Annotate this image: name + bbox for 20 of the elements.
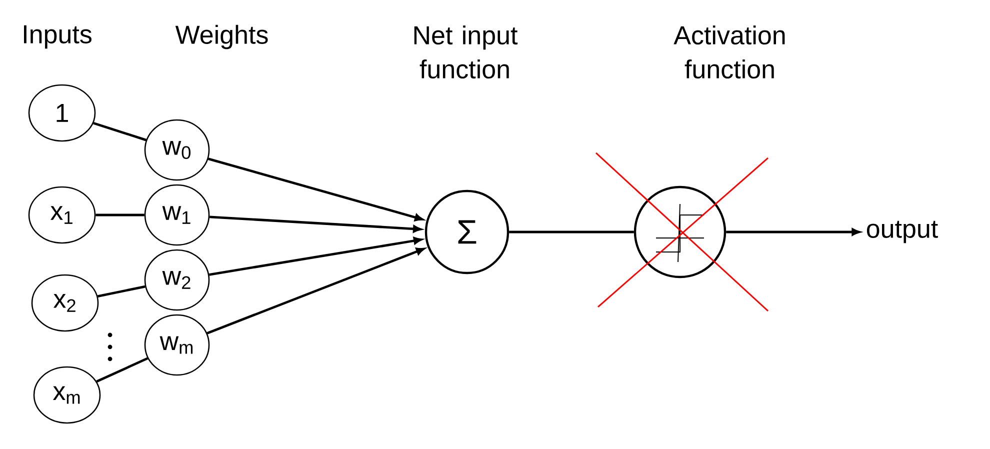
weight-node: w$_{m}$ xyxy=(144,314,210,376)
heading-label: Inputs xyxy=(24,25,92,49)
output-label: output xyxy=(866,220,938,244)
connector-line xyxy=(97,285,146,298)
connector-line xyxy=(93,122,146,142)
heading-label: Weights xyxy=(175,24,268,50)
weight-node: w$_{2}$ xyxy=(144,249,210,311)
connector-line xyxy=(96,214,144,216)
input-node: x$_{1}$ xyxy=(28,186,96,244)
arrow xyxy=(206,248,424,334)
connector-line xyxy=(509,230,634,234)
input-node: x$_{2}$ xyxy=(31,274,99,332)
input-node: x$_{m}$ xyxy=(33,366,101,424)
input-node: 1 xyxy=(28,84,96,142)
weight-node: w$_{0}$ xyxy=(144,119,210,181)
activation-circle xyxy=(634,186,726,278)
weight-node: w$_{1}$ xyxy=(144,184,210,246)
connector-line xyxy=(96,357,148,383)
heading-label: Net input function xyxy=(414,25,518,79)
heading-label: Activation function xyxy=(674,25,785,79)
